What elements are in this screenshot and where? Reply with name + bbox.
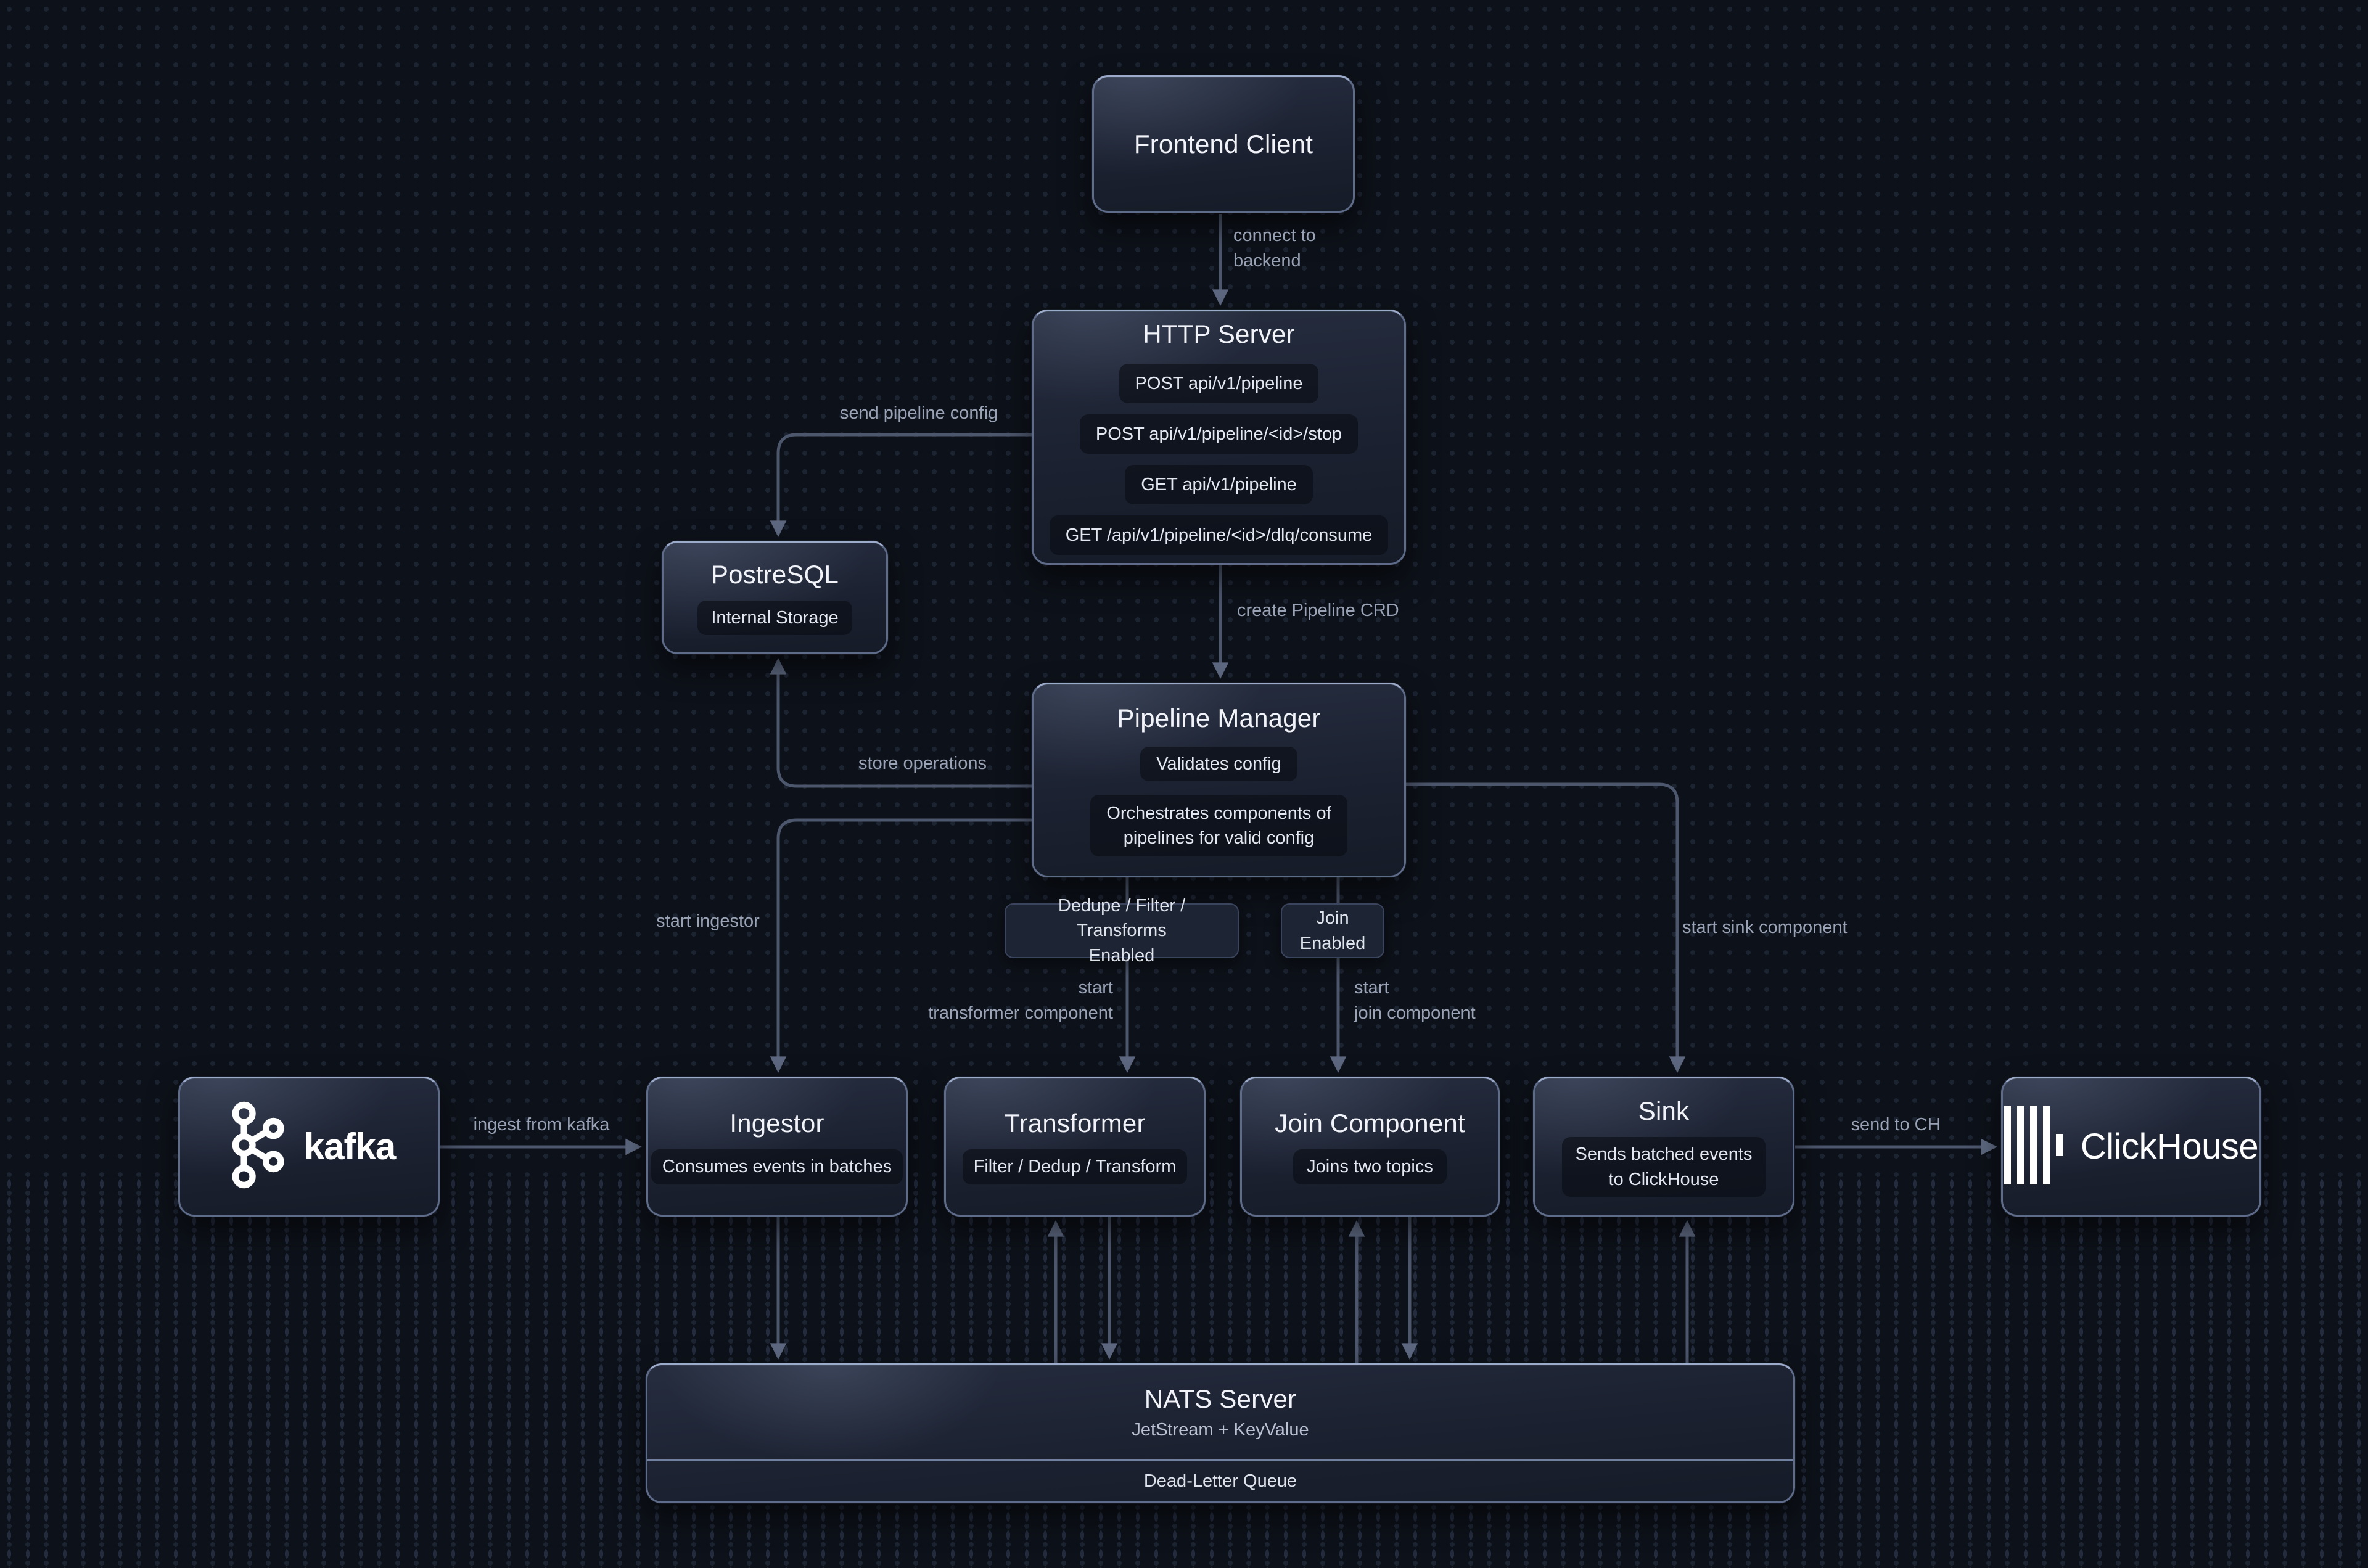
http-server-title: HTTP Server xyxy=(1143,319,1295,348)
transformer-chip: Filter / Dedup / Transform xyxy=(962,1149,1188,1184)
sink-chip: Sends batched events to ClickHouse xyxy=(1561,1137,1766,1197)
edge-label-send-to-ch: send to CH xyxy=(1851,1115,1941,1135)
condition-chip-dedupe-filter-transforms: Dedupe / Filter / Transforms Enabled xyxy=(1005,896,1239,966)
ingestor-title: Ingestor xyxy=(730,1109,824,1138)
clickhouse-logo-icon xyxy=(2004,1106,2066,1188)
edge-http-to-postgres xyxy=(770,433,1032,538)
postgresql-title: PostreSQL xyxy=(710,559,839,589)
http-endpoint-chip: POST api/v1/pipeline/<id>/stop xyxy=(1079,414,1359,454)
transformer-title: Transformer xyxy=(1004,1109,1146,1138)
sink-title: Sink xyxy=(1638,1096,1690,1126)
nats-server-title: NATS Server xyxy=(1144,1384,1297,1413)
edge-label-connect-to-backend: connect to backend xyxy=(1233,226,1316,271)
http-endpoint-chip: GET /api/v1/pipeline/<id>/dlq/consume xyxy=(1049,515,1389,556)
condition-chip-join-enabled: Join Enabled xyxy=(1281,903,1384,958)
edge-label-start-sink-component: start sink component xyxy=(1682,917,1848,937)
edge-label-send-pipeline-config: send pipeline config xyxy=(839,403,998,423)
node-kafka: kafka xyxy=(178,1077,440,1217)
edge-label-create-pipeline-crd: create Pipeline CRD xyxy=(1237,601,1399,620)
edge-manager-to-postgres xyxy=(770,657,1032,788)
nats-divider xyxy=(648,1459,1793,1461)
edge-label-start-ingestor: start ingestor xyxy=(656,911,760,931)
join-component-title: Join Component xyxy=(1275,1109,1465,1138)
ingestor-chip: Consumes events in batches xyxy=(651,1149,903,1184)
join-component-chip: Joins two topics xyxy=(1293,1149,1447,1184)
postgresql-chip: Internal Storage xyxy=(697,600,852,635)
http-endpoint-chip: POST api/v1/pipeline xyxy=(1119,363,1319,403)
frontend-client-title: Frontend Client xyxy=(1133,129,1314,158)
node-pipeline-manager: Pipeline Manager Validates config Orches… xyxy=(1032,683,1406,877)
pipeline-manager-chip: Orchestrates components of pipelines for… xyxy=(1090,794,1347,857)
node-clickhouse: ClickHouse xyxy=(2001,1077,2261,1217)
kafka-logo-icon xyxy=(223,1098,287,1195)
node-postgresql: PostreSQL Internal Storage xyxy=(662,541,888,654)
node-ingestor: Ingestor Consumes events in batches xyxy=(646,1077,908,1217)
node-transformer: Transformer Filter / Dedup / Transform xyxy=(944,1077,1206,1217)
pipeline-manager-chip: Validates config xyxy=(1140,746,1297,781)
node-sink: Sink Sends batched events to ClickHouse xyxy=(1533,1077,1794,1217)
nats-dead-letter-queue: Dead-Letter Queue xyxy=(1143,1471,1297,1491)
pipeline-manager-title: Pipeline Manager xyxy=(1117,703,1321,733)
edge-manager-to-sink xyxy=(1406,782,1686,1073)
edge-manager-to-ingestor xyxy=(770,818,1032,1073)
http-endpoint-chip: GET api/v1/pipeline xyxy=(1125,465,1313,505)
node-join-component: Join Component Joins two topics xyxy=(1240,1077,1500,1217)
clickhouse-wordmark: ClickHouse xyxy=(2080,1127,2259,1167)
edge-label-store-operations: store operations xyxy=(858,753,987,773)
nats-server-subtitle: JetStream + KeyValue xyxy=(1132,1420,1309,1440)
edge-label-start-transformer-component: start transformer component xyxy=(928,978,1113,1024)
node-http-server: HTTP Server POST api/v1/pipeline POST ap… xyxy=(1032,310,1406,565)
edge-label-ingest-from-kafka: ingest from kafka xyxy=(473,1115,610,1135)
node-nats-server: NATS Server JetStream + KeyValue Dead-Le… xyxy=(646,1363,1795,1503)
kafka-wordmark: kafka xyxy=(303,1126,396,1167)
node-frontend-client: Frontend Client xyxy=(1092,75,1355,213)
edge-label-start-join-component: start join component xyxy=(1354,978,1476,1024)
